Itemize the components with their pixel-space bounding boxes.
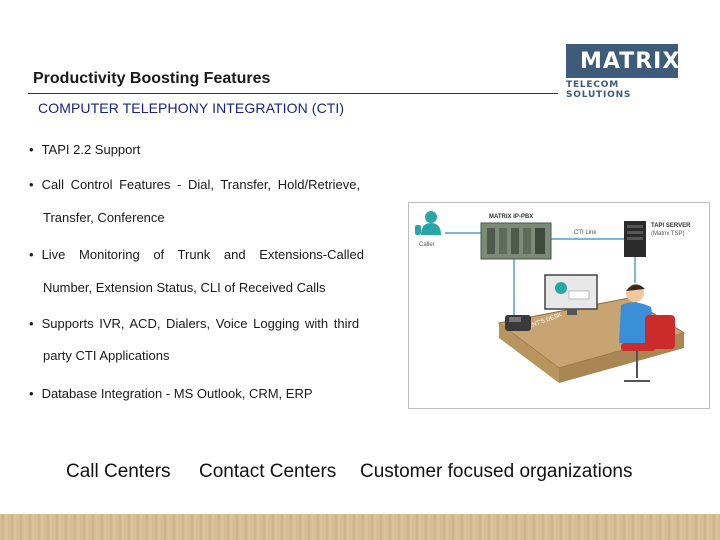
desk-phone-icon — [505, 315, 531, 331]
bullet-dot: • — [29, 316, 34, 331]
section-subtitle: COMPUTER TELEPHONY INTEGRATION (CTI) — [38, 100, 345, 116]
bullet-text: Live Monitoring of Trunk and Extensions-… — [41, 247, 364, 262]
monitor-icon — [544, 274, 598, 315]
server-icon — [624, 221, 646, 257]
logo-wordmark: MATRIX — [580, 48, 681, 74]
caller-label: Caller — [419, 242, 435, 248]
bullet-item: • Call Control Features - Dial, Transfer,… — [29, 177, 397, 192]
bullet-item: • Live Monitoring of Trunk and Extensions… — [29, 247, 397, 262]
header-divider — [28, 93, 558, 94]
area-item: Customer focused organizations — [360, 461, 633, 482]
pbx-label: MATRIX IP-PBX — [489, 214, 533, 220]
bullet-text: Supports IVR, ACD, Dialers, Voice Loggin… — [41, 316, 360, 331]
area-item: Contact Centers — [199, 461, 337, 482]
logo-tagline: TELECOM SOLUTIONS — [566, 80, 632, 100]
area-item: Call Centers — [66, 461, 171, 482]
cti-link-label: CTI Link — [574, 230, 597, 236]
bullet-item: • Database Integration - MS Outlook, CRM,… — [29, 386, 313, 401]
agent-icon — [619, 284, 675, 382]
bullet-continuation: Transfer, Conference — [43, 210, 165, 225]
bullet-continuation: Number, Extension Status, CLI of Receive… — [43, 280, 326, 295]
cti-illustration: Caller MATRIX IP-PBX TAPI SERVER (Matrix… — [415, 211, 691, 383]
bullet-dot: • — [29, 177, 34, 192]
matrix-logo: MATRIX TELECOM SOLUTIONS — [566, 44, 684, 100]
page-title: Productivity Boosting Features — [33, 70, 271, 87]
bullet-text: TAPI 2.2 Support — [41, 142, 141, 157]
desk-side — [499, 323, 559, 383]
bullet-dot: • — [29, 386, 34, 401]
cti-diagram: Caller MATRIX IP-PBX TAPI SERVER (Matrix… — [408, 202, 710, 409]
bullet-text: Call Control Features - Dial, Transfer, … — [41, 177, 361, 192]
logo-grid-icon — [571, 49, 575, 73]
bullet-dot: • — [29, 142, 34, 157]
bullet-text: Database Integration - MS Outlook, CRM, … — [41, 386, 313, 401]
bullet-item: • TAPI 2.2 Support — [29, 142, 140, 157]
footer-band — [0, 514, 720, 540]
server-sublabel: (Matrix TSP) — [651, 231, 685, 237]
logo-badge: MATRIX — [566, 44, 681, 78]
bullet-continuation: party CTI Applications — [43, 348, 170, 363]
server-label: TAPI SERVER — [651, 223, 691, 229]
bullet-item: • Supports IVR, ACD, Dialers, Voice Loggi… — [29, 316, 397, 331]
caller-icon — [415, 211, 441, 235]
bullet-dot: • — [29, 247, 34, 262]
pbx-icon — [480, 222, 552, 260]
